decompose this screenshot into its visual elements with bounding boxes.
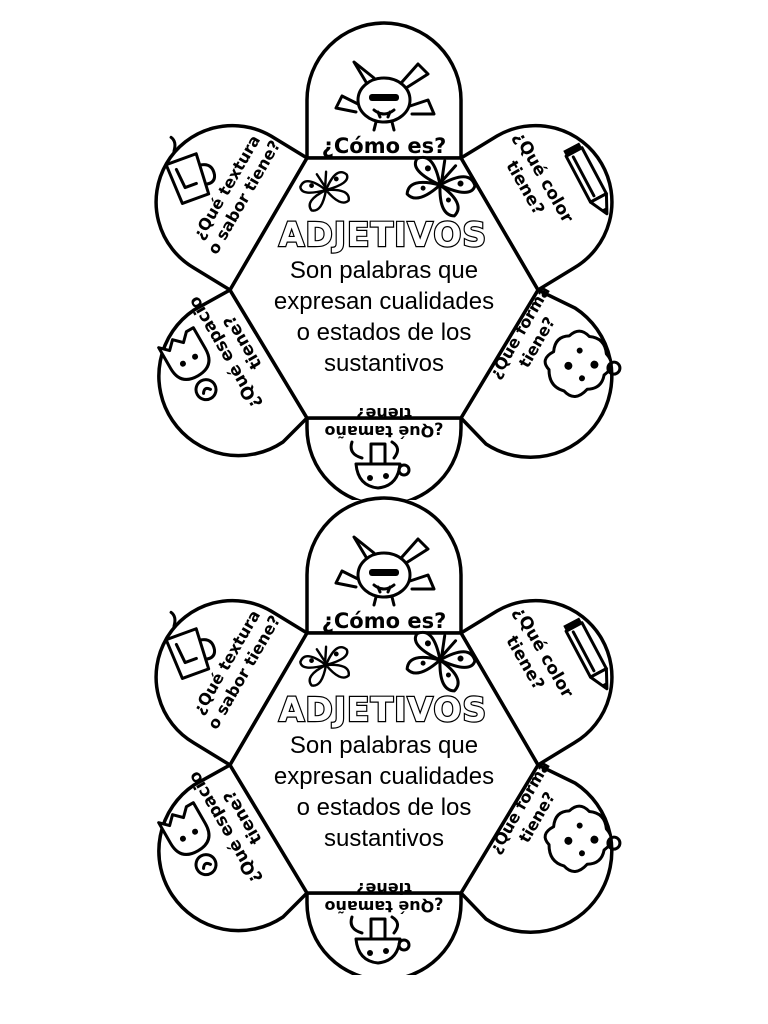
flower-graphic: ¿Cómo es? ¿Qué color tiene? ¿Qué forma t… (154, 496, 622, 975)
butterfly-icon (299, 170, 350, 212)
petal-label-que-tamano: ¿Qué tamaño (325, 422, 444, 441)
monster-icon (334, 60, 436, 132)
definition-line-4: sustantivos (324, 350, 444, 377)
definition-line-2: expresan cualidades (274, 763, 494, 790)
butterfly-icon (405, 156, 477, 218)
monster-icon (334, 535, 436, 607)
petal-label-que-tamano-2: tiene? (356, 879, 412, 898)
petal-label-que-tamano-2: tiene? (356, 404, 412, 423)
center-hexagon (227, 156, 541, 420)
pencil-icon (563, 142, 609, 216)
blob-icon (543, 329, 622, 398)
card-title: ADJETIVOS (279, 215, 487, 254)
butterfly-icon (299, 645, 350, 687)
ghost-icon (157, 801, 218, 877)
cup-icon (164, 135, 217, 205)
blob-icon (543, 804, 622, 873)
definition-line-1: Son palabras que (290, 257, 478, 284)
pencil-icon (563, 617, 609, 691)
center-hexagon (227, 631, 541, 895)
definition-line-3: o estados de los (297, 319, 472, 346)
butterfly-icon (405, 631, 477, 693)
flower-graphic: ¿Cómo es? ¿Qué color tiene? ¿Qué forma t… (154, 21, 622, 500)
definition-line-3: o estados de los (297, 794, 472, 821)
ghost-icon (157, 326, 218, 402)
petal-label-como-es: ¿Cómo es? (322, 134, 447, 158)
card-title: ADJETIVOS (279, 690, 487, 729)
petal-label-como-es: ¿Cómo es? (322, 609, 447, 633)
petal-label-que-tamano: ¿Qué tamaño (325, 897, 444, 916)
cup-icon (164, 610, 217, 680)
definition-line-2: expresan cualidades (274, 288, 494, 315)
definition-line-1: Son palabras que (290, 732, 478, 759)
adjetivos-flower-1: ¿Cómo es? ¿Qué color tiene? ¿Qué forma t… (0, 0, 768, 500)
adjetivos-flower-2: ¿Cómo es? ¿Qué color tiene? ¿Qué forma t… (0, 475, 768, 975)
definition-line-4: sustantivos (324, 825, 444, 852)
mushroom-icon (349, 440, 411, 490)
mushroom-icon (349, 915, 411, 965)
